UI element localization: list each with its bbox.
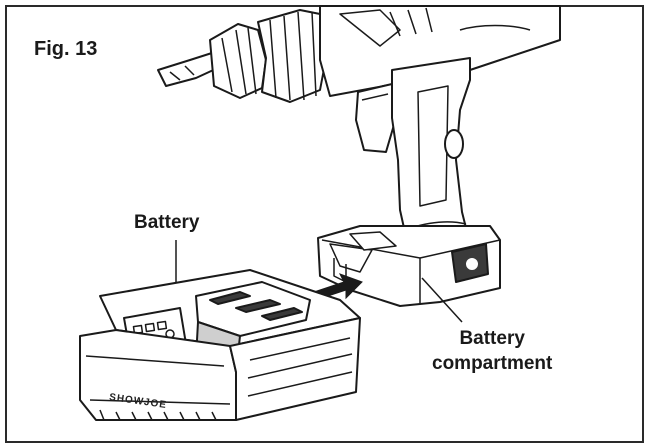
battery-compartment-label: Battery compartment [432,326,552,376]
battery-label: Battery [134,212,200,233]
compartment-leader-line [421,277,463,323]
battery-icon [79,269,361,421]
compartment-label-line2: compartment [432,353,553,374]
drill-trigger [355,83,397,153]
drill-switch [444,129,464,159]
compartment-label-line1: Battery [459,328,525,349]
drill-chuck [209,23,267,99]
drill-clutch [257,9,329,103]
figure-number-label: Fig. 13 [34,38,98,60]
drill-icon [157,5,561,307]
